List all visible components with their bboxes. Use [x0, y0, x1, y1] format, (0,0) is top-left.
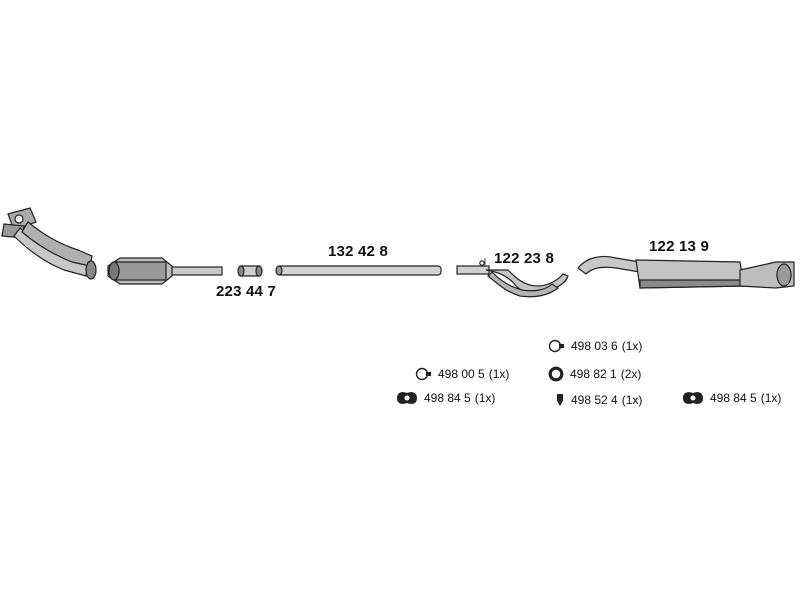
accessory-code: 498 00 5 [438, 367, 485, 381]
rubber-ring-icon [548, 366, 564, 382]
part-number-label: 223 44 7 [216, 283, 276, 300]
accessory-qty: (1x) [474, 391, 496, 405]
part-number-label: 132 42 8 [328, 243, 388, 260]
accessory-qty: (1x) [621, 339, 643, 353]
accessory-qty: (1x) [621, 393, 643, 407]
center-silencer-part [456, 260, 569, 298]
accessory-item: 498 00 5 (1x) [414, 367, 509, 381]
accessory-code: 498 84 5 [424, 391, 471, 405]
front-downpipe-part [1, 207, 97, 280]
flange-gasket-icon [397, 392, 417, 404]
accessory-code: 498 84 5 [710, 391, 757, 405]
accessory-item: 498 84 5 (1x) [396, 390, 495, 406]
middle-pipe-part [275, 265, 442, 276]
clamp-ring-icon [548, 339, 564, 353]
accessory-item: 498 84 5 (1x) [682, 390, 781, 406]
rear-silencer-part [577, 255, 795, 289]
accessory-item: 498 52 4 (1x) [555, 393, 642, 407]
catalytic-converter-part [107, 257, 223, 285]
accessory-item: 498 82 1 (2x) [548, 366, 641, 382]
accessory-code: 498 52 4 [571, 393, 618, 407]
accessory-qty: (2x) [620, 367, 642, 381]
accessory-item: 498 03 6 (1x) [547, 339, 642, 353]
part-number-label: 122 13 9 [649, 238, 709, 255]
accessory-code: 498 82 1 [570, 367, 617, 381]
part-number-label: 122 23 8 [494, 250, 554, 267]
accessory-qty: (1x) [760, 391, 782, 405]
flange-gasket-icon [683, 392, 703, 404]
rubber-hanger-icon [557, 394, 563, 406]
connector-sleeve-part [237, 265, 263, 277]
accessory-qty: (1x) [488, 367, 510, 381]
clamp-ring-icon [415, 367, 431, 381]
accessory-code: 498 03 6 [571, 339, 618, 353]
